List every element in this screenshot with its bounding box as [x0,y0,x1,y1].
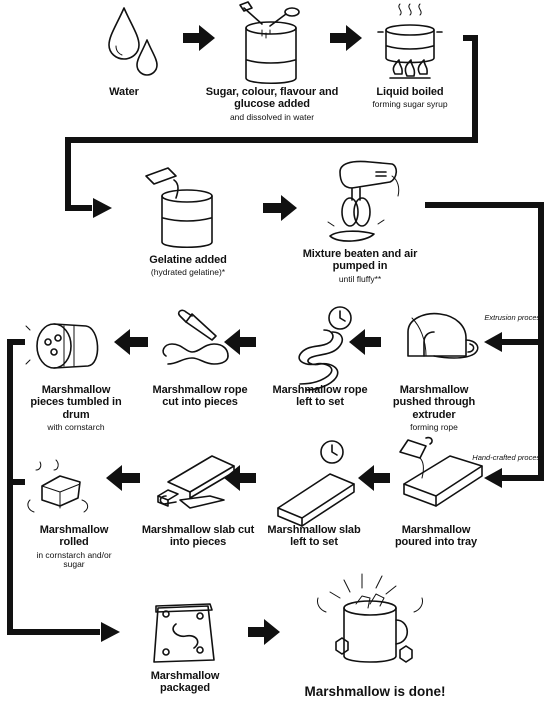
arrow-slabset-to-slabcut [224,465,256,491]
arrow-water-to-sugar [183,25,215,51]
step-gelatine-title: Gelatine added [149,254,227,266]
rolled-pieces-icon [27,459,89,513]
step-extruder-title: Marshmallow pushed through extruder [392,384,476,421]
arrowhead-to-packaged [101,622,120,642]
label-handcrafted-wrap: Hand-crafted process [472,454,544,462]
label-slabcut-wrap: Marshmallow slab cut into pieces [134,524,262,549]
step-water-title: Water [109,86,139,98]
step-rolled-title: Marshmallow rolled [39,524,109,549]
label-tray-wrap: Marshmallow poured into tray [384,524,488,549]
step-packaged-title: Marshmallow packaged [150,670,220,695]
gelatine-beaker-icon [145,167,213,249]
marshmallow-bag-icon [153,603,215,663]
arrowhead-to-extruder [484,332,502,352]
step-tray: Marshmallow poured into tray [384,524,488,549]
label-gelatine-wrap: Gelatine added (hydrated gelatine)* [128,254,248,278]
step-boiled: Liquid boiled forming sugar syrup [360,86,460,110]
label-slabset-wrap: Marshmallow slab left to set [262,524,366,549]
step-tray-title: Marshmallow poured into tray [394,524,478,549]
arrow-extruder-to-ropeset [349,329,381,355]
extruder-machine-icon [407,312,479,359]
connector-arrowheads [93,198,502,642]
arrow-ropeset-to-ropecut [224,329,256,355]
branch-extrusion-label: Extrusion process [484,314,544,322]
step-rope-set-title: Marshmallow rope left to set [272,384,368,409]
step-rope-set: Marshmallow rope left to set [268,384,372,409]
step-beaten: Mixture beaten and air pumped in until f… [300,248,420,284]
step-rolled: Marshmallow rolled in cornstarch and/or … [26,524,122,570]
pouring-tray-icon [399,436,483,507]
step-sugar-title: Sugar, colour, flavour and glucose added [205,86,339,111]
rope-knife-icon [162,309,229,365]
slab-knife-icon [157,455,235,509]
step-rolled-subtitle: in cornstarch and/or sugar [36,549,112,570]
arrowhead-to-gelatine [93,198,112,218]
arrow-slabcut-to-rolled [106,465,140,491]
step-boiled-title: Liquid boiled [376,86,444,98]
step-water: Water [92,86,156,98]
label-water-wrap: Water [92,86,156,98]
mixing-pot-icon [239,1,300,85]
step-tumbled-title: Marshmallow pieces tumbled in drum [30,384,122,421]
arrow-gelatine-to-beaten [263,195,297,221]
step-slab-cut: Marshmallow slab cut into pieces [134,524,262,549]
connector-row1-to-row2 [65,35,478,211]
label-extruder-wrap: Marshmallow pushed through extruder form… [384,384,484,432]
step-extruder-subtitle: forming rope [410,421,458,432]
step-extruder: Marshmallow pushed through extruder form… [384,384,484,432]
branch-handcrafted-label: Hand-crafted process [472,454,544,462]
stand-mixer-icon [327,160,400,242]
step-beaten-subtitle: until fluffy** [338,273,382,284]
step-tumbled-subtitle: with cornstarch [47,421,105,432]
label-sugar-wrap: Sugar, colour, flavour and glucose added… [204,86,340,122]
water-drops-icon [108,7,158,76]
step-slab-set: Marshmallow slab left to set [262,524,366,549]
step-sugar: Sugar, colour, flavour and glucose added… [204,86,340,122]
step-packaged: Marshmallow packaged [130,670,240,695]
label-tumbled-wrap: Marshmallow pieces tumbled in drum with … [24,384,128,432]
step-rope-cut-title: Marshmallow rope cut into pieces [152,384,248,409]
label-ropecut-wrap: Marshmallow rope cut into pieces [152,384,248,409]
connector-left-spine [7,339,100,635]
rope-setting-icon [298,306,352,391]
step-tumbled: Marshmallow pieces tumbled in drum with … [24,384,128,432]
step-gelatine-subtitle: (hydrated gelatine)* [150,267,226,278]
slab-setting-icon [277,440,355,527]
step-boiled-subtitle: forming sugar syrup [372,99,448,110]
step-beaten-title: Mixture beaten and air pumped in [302,248,418,273]
arrow-packaged-to-done [248,619,280,645]
label-packaged-wrap: Marshmallow packaged [130,670,240,695]
arrow-tray-to-slabset [358,465,390,491]
step-rope-cut: Marshmallow rope cut into pieces [152,384,248,409]
hot-chocolate-mug-icon [317,573,423,663]
step-slab-cut-title: Marshmallow slab cut into pieces [141,524,255,549]
step-slab-set-title: Marshmallow slab left to set [267,524,361,549]
boiling-pot-icon [377,3,443,79]
label-rolled-wrap: Marshmallow rolled in cornstarch and/or … [26,524,122,570]
flow-connectors [7,35,544,635]
label-extrusion-wrap: Extrusion process [484,314,544,322]
arrow-sugar-to-boiled [330,25,362,51]
label-ropeset-wrap: Marshmallow rope left to set [268,384,372,409]
final-label: Marshmallow is done! [304,684,446,699]
step-sugar-subtitle: and dissolved in water [229,111,315,122]
step-arrows [106,25,390,645]
tumbling-drum-icon [25,323,99,369]
label-done-wrap: Marshmallow is done! [304,684,446,699]
label-boiled-wrap: Liquid boiled forming sugar syrup [360,86,460,110]
label-beaten-wrap: Mixture beaten and air pumped in until f… [300,248,420,284]
step-gelatine: Gelatine added (hydrated gelatine)* [128,254,248,278]
arrowhead-to-tray [484,468,502,488]
arrow-ropecut-to-tumbled [114,329,148,355]
